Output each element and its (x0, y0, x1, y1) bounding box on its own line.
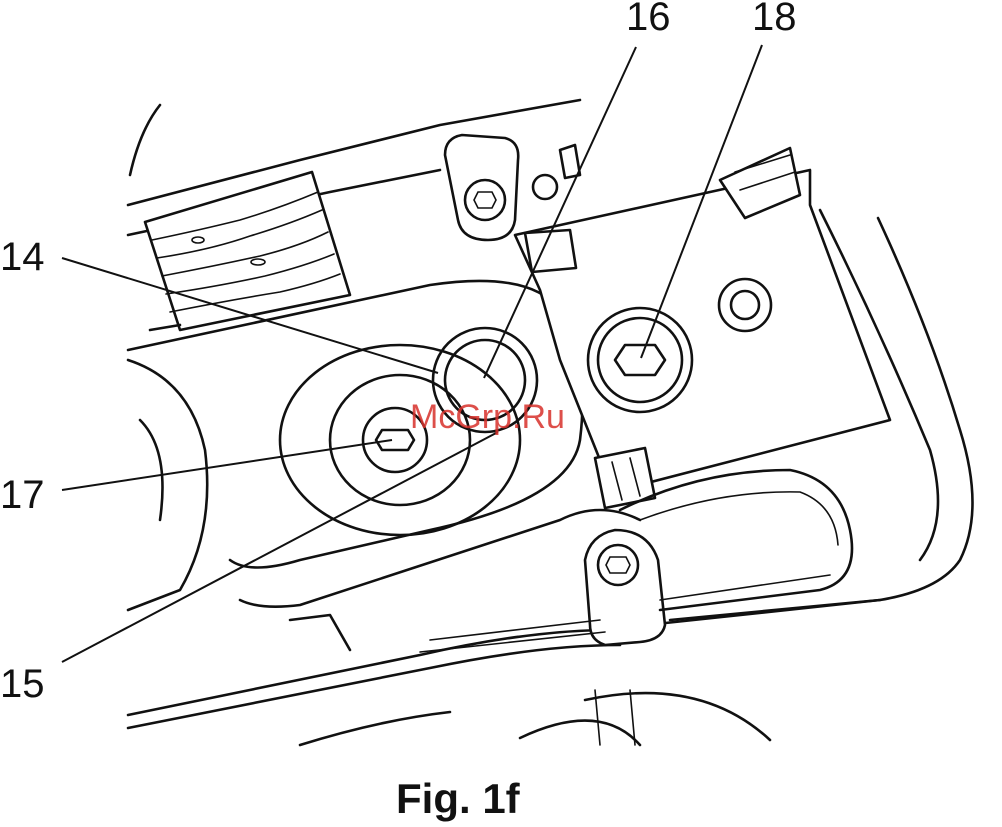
leader-15 (62, 432, 498, 662)
callout-15: 15 (0, 662, 45, 706)
callout-18: 18 (752, 0, 797, 39)
callout-16: 16 (626, 0, 671, 39)
callout-17: 17 (0, 473, 45, 517)
sprocket-nut (588, 308, 692, 412)
wood-block (145, 172, 350, 330)
lower-screw-bracket (585, 530, 665, 645)
figure-caption: Fig. 1f (396, 775, 521, 822)
watermark: McGrp.Ru (410, 398, 565, 436)
leader-17 (62, 440, 392, 490)
callout-14: 14 (0, 235, 45, 279)
